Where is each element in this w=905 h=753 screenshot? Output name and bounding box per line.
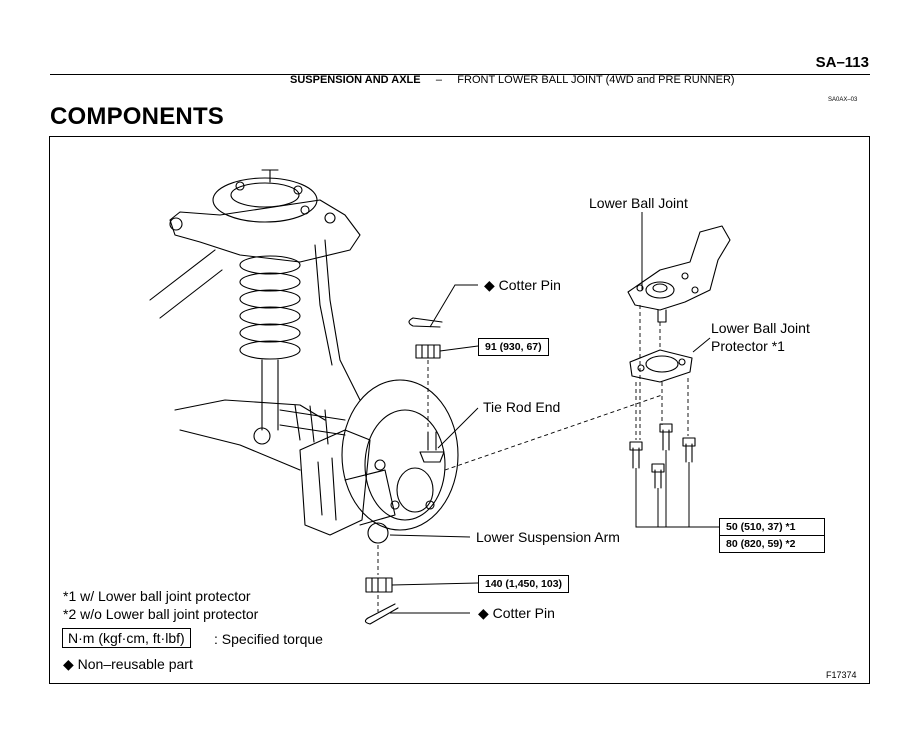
torque-bolts-2: 80 (820, 59) *2 — [719, 535, 825, 553]
subsection-title: FRONT LOWER BALL JOINT (4WD and PRE RUNN… — [457, 74, 735, 86]
header-rule — [50, 74, 870, 75]
header-line: SUSPENSION AND AXLE – FRONT LOWER BALL J… — [290, 74, 735, 86]
label-lower-suspension-arm: Lower Suspension Arm — [476, 529, 620, 545]
label-protector-line1: Lower Ball Joint — [711, 320, 810, 336]
units-box: N·m (kgf·cm, ft·lbf) — [62, 628, 191, 648]
non-reusable-note: ◆ Non–reusable part — [63, 656, 193, 672]
label-lower-ball-joint: Lower Ball Joint — [589, 195, 688, 211]
label-tie-rod-end: Tie Rod End — [483, 399, 561, 415]
page-title: COMPONENTS — [50, 103, 225, 130]
torque-nut-bottom: 140 (1,450, 103) — [478, 575, 570, 593]
section-title: SUSPENSION AND AXLE — [290, 74, 421, 86]
note-2: *2 w/o Lower ball joint protector — [63, 606, 259, 622]
note-1: *1 w/ Lower ball joint protector — [63, 588, 251, 604]
label-cotter-pin-bottom: ◆ Cotter Pin — [478, 605, 555, 621]
torque-bolts-1: 50 (510, 37) *1 — [719, 518, 825, 536]
torque-nut-top: 91 (930, 67) — [478, 338, 549, 356]
header-separator: – — [435, 74, 442, 86]
label-cotter-pin-top: ◆ Cotter Pin — [484, 277, 561, 293]
page-number: SA–113 — [815, 54, 869, 71]
doc-code: SA0AX–03 — [828, 97, 858, 103]
figure-frame — [49, 136, 870, 684]
label-protector-line2: Protector *1 — [711, 338, 785, 354]
units-text: : Specified torque — [214, 631, 323, 647]
figure-code: F17374 — [826, 670, 857, 680]
